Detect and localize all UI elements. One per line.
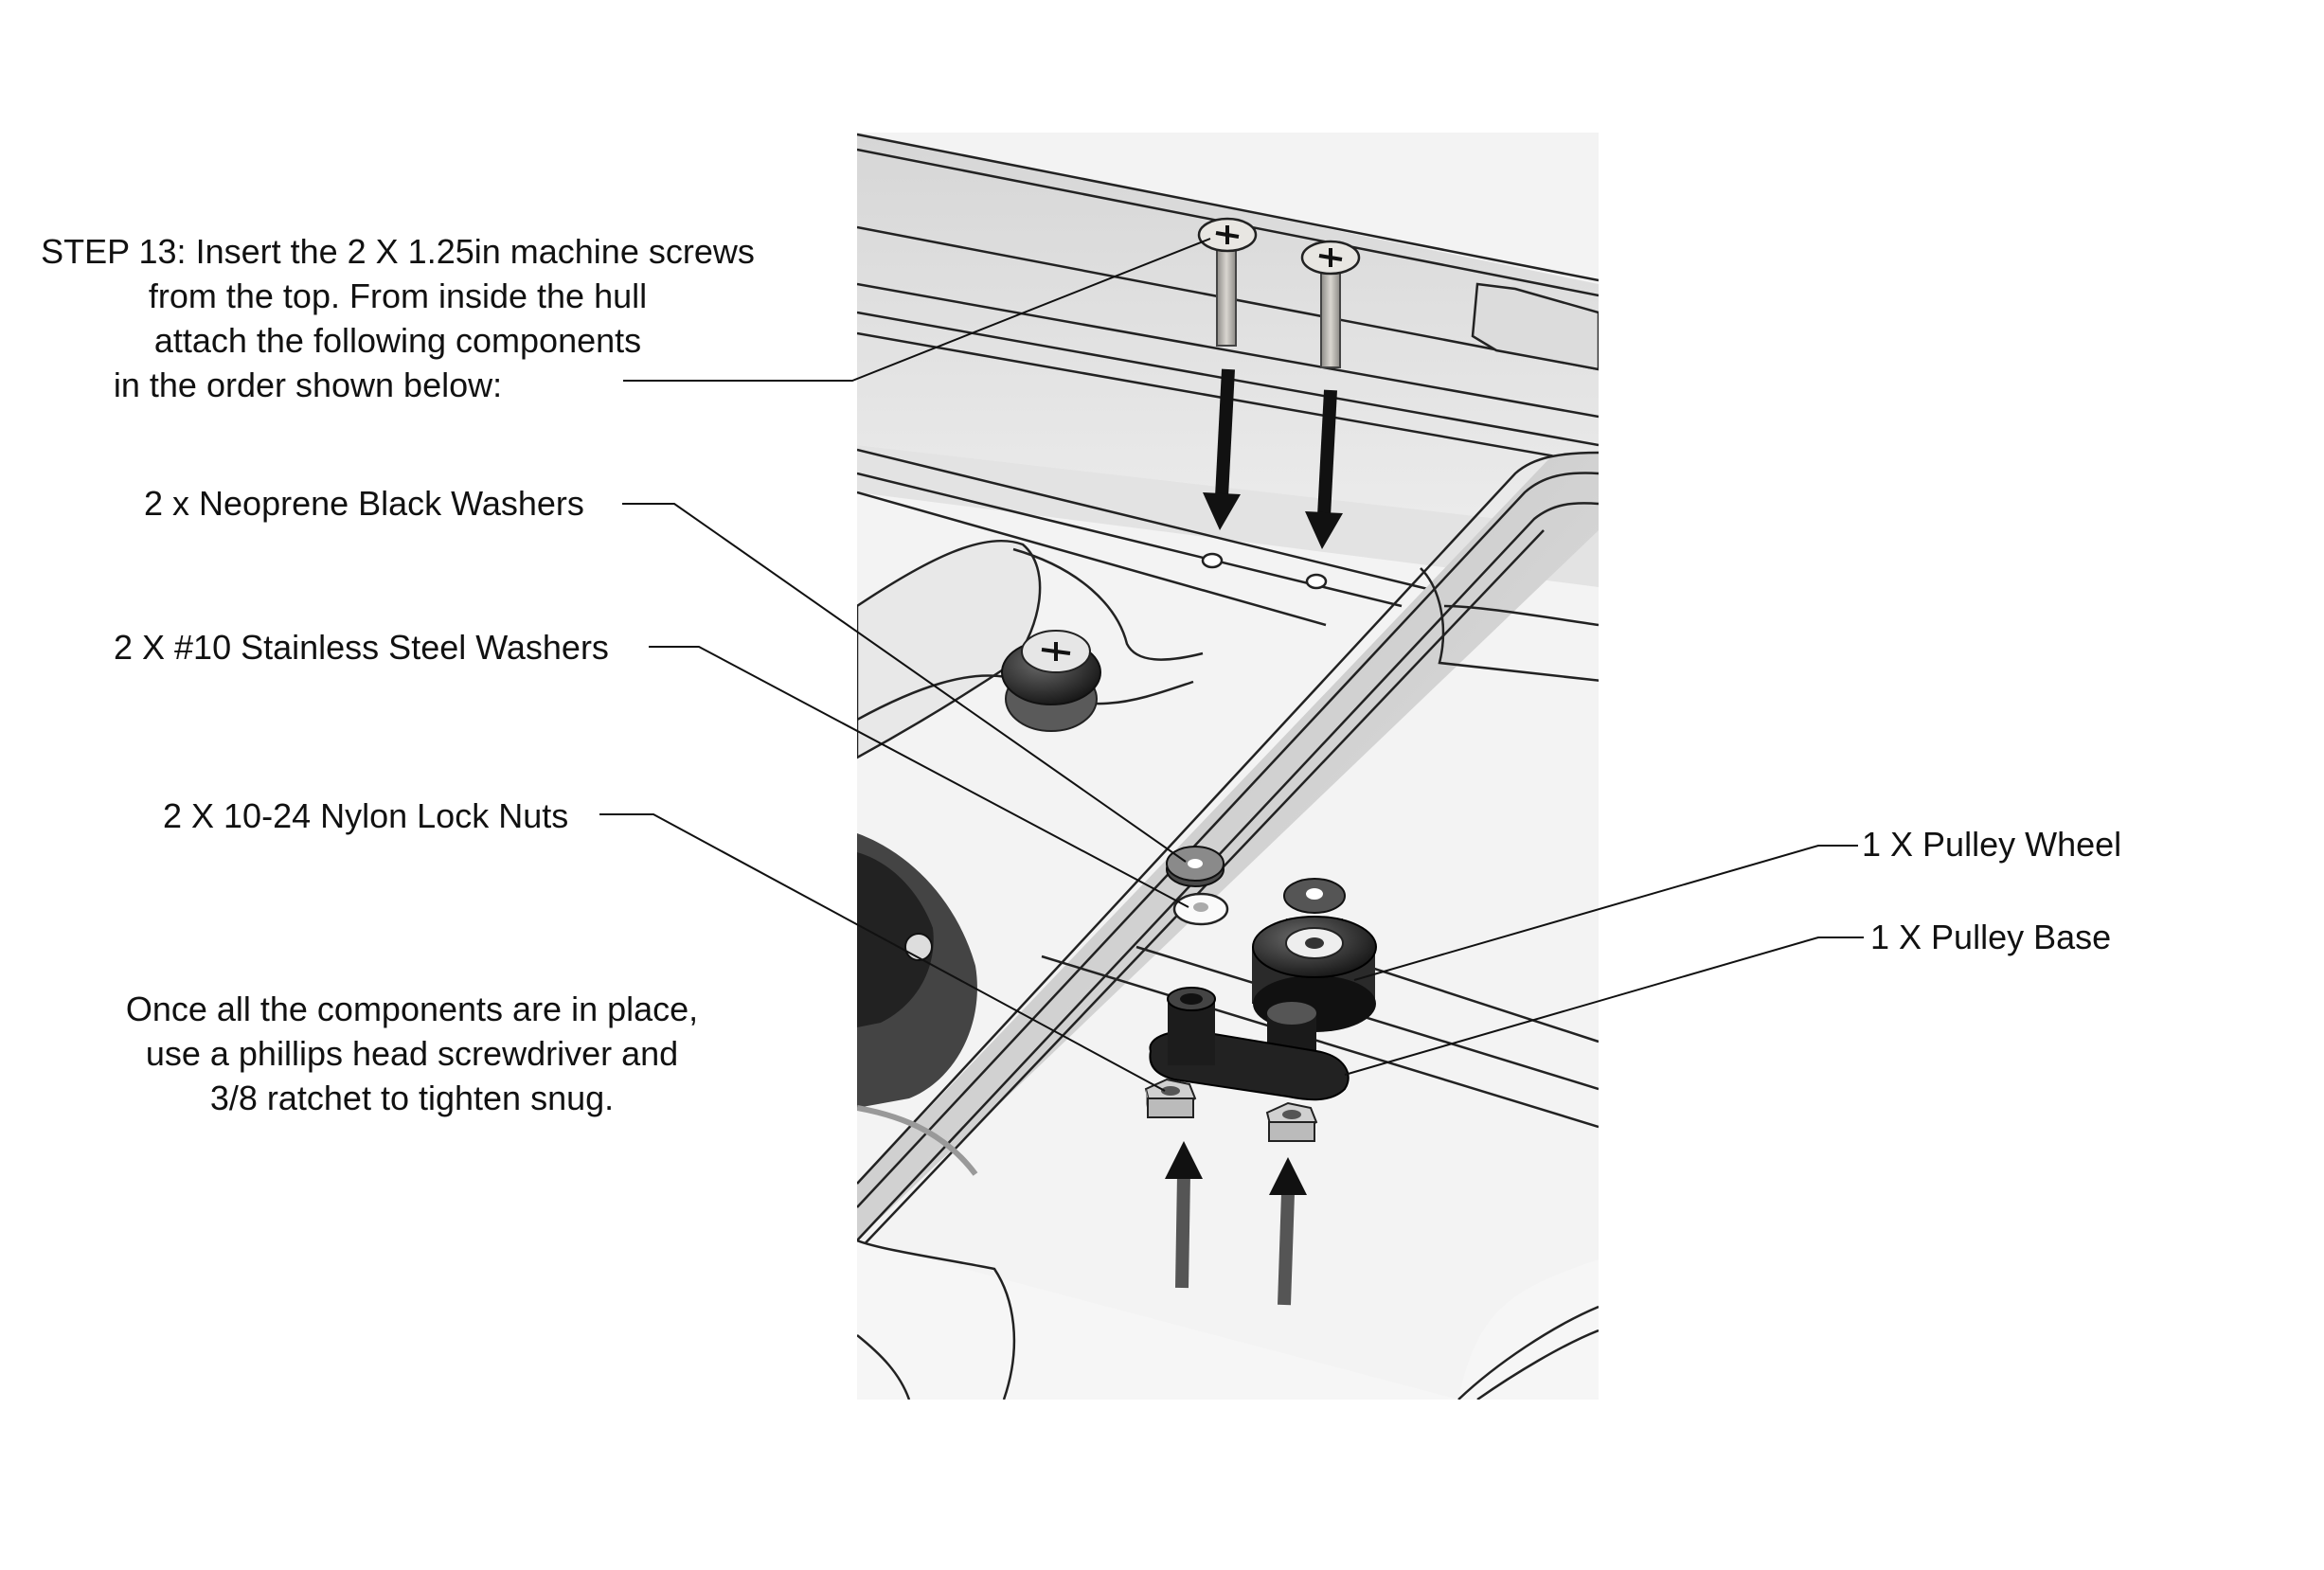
leader-steel (649, 646, 1189, 908)
step-line-1: STEP 13: Insert the 2 X 1.25in machine s… (41, 232, 755, 271)
machine-screw-right (1300, 240, 1361, 368)
arrow-down-left (1203, 368, 1241, 530)
final-instructions: Once all the components are in place, us… (76, 987, 748, 1120)
step-line-2: from the top. From inside the hull (148, 277, 648, 315)
callout-pulley-base: 1 X Pulley Base (1870, 918, 2112, 956)
stainless-washer (1172, 892, 1229, 926)
lock-nut-left (1144, 1078, 1197, 1118)
step-line-4: in the order shown below: (113, 366, 503, 404)
arrow-down-right (1305, 389, 1343, 549)
arrow-up-right (1269, 1157, 1307, 1306)
leader-neoprene (622, 503, 1187, 863)
final-line-1: Once all the components are in place, (125, 990, 699, 1028)
final-line-3: 3/8 ratchet to tighten snug. (209, 1079, 615, 1117)
pulley-base (1149, 987, 1350, 1101)
leader-locknut (599, 813, 1166, 1092)
arrow-up-left (1165, 1141, 1203, 1289)
leader-pulley-wheel (1353, 845, 1858, 981)
leader-pulley-base (1344, 937, 1864, 1076)
screw-hole (1201, 552, 1224, 569)
pulley-wheel (1252, 878, 1377, 1079)
leader-lines (599, 238, 1864, 1092)
machine-screw-left (1197, 217, 1258, 347)
callout-neoprene-washers: 2 x Neoprene Black Washers (144, 484, 584, 523)
lock-nut-right (1265, 1101, 1318, 1142)
callout-pulley-wheel: 1 X Pulley Wheel (1862, 825, 2122, 864)
screw-hole (1305, 573, 1328, 590)
neoprene-washer (1166, 846, 1225, 887)
step-line-3: attach the following components (153, 321, 642, 360)
final-line-2: use a phillips head screwdriver and (145, 1034, 679, 1073)
callout-steel-washers: 2 X #10 Stainless Steel Washers (114, 628, 609, 667)
installed-fitting (1001, 630, 1101, 732)
step-instructions: STEP 13: Insert the 2 X 1.25in machine s… (11, 229, 784, 407)
leader-step (623, 238, 1211, 382)
callout-lock-nuts: 2 X 10-24 Nylon Lock Nuts (163, 796, 569, 835)
